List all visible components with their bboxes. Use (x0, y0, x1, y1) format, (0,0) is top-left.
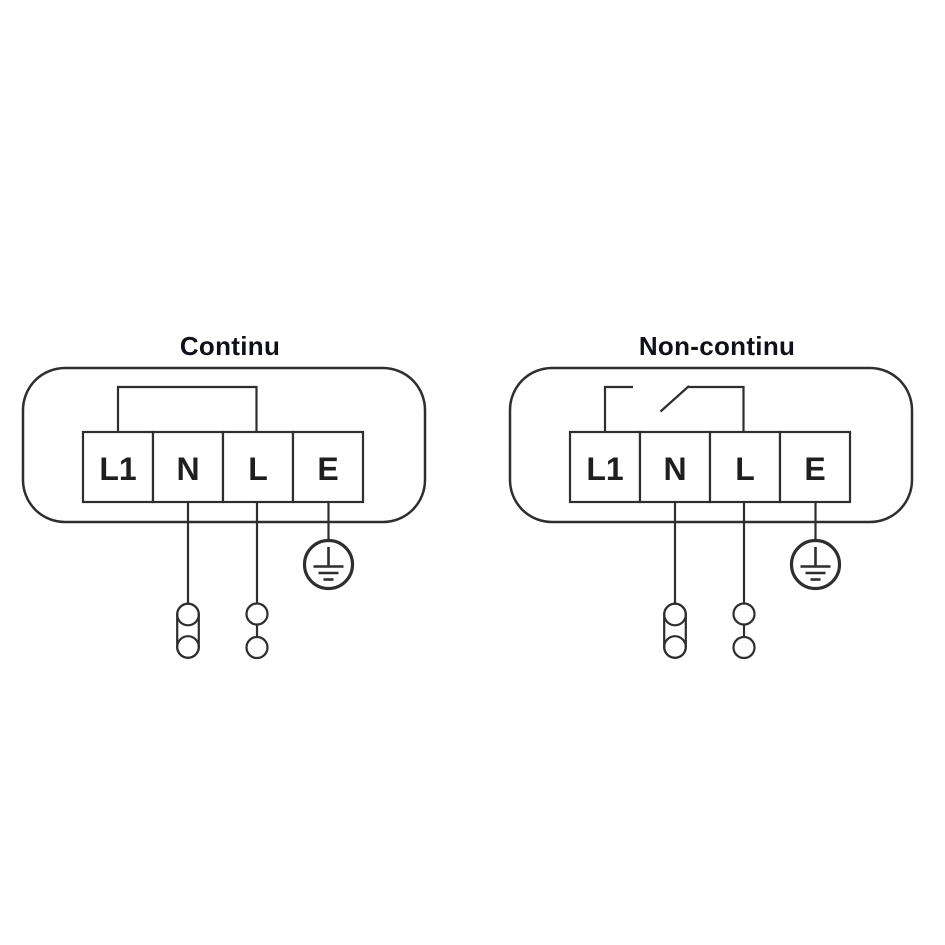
earth-ground-icon (789, 538, 842, 591)
earth-ground-icon (302, 538, 355, 591)
double-circle-capsule-connector-icon (176, 602, 200, 659)
bridge-wire-open (603, 385, 745, 432)
bridge-right-segment (688, 385, 745, 432)
device-enclosure-outline (508, 366, 914, 524)
connector-circle-bottom (176, 635, 200, 659)
terminal-label-l1: L1 (99, 451, 136, 487)
terminal-label-n: N (176, 451, 199, 487)
capsule-outline (176, 602, 200, 659)
terminal-label-e: E (804, 451, 825, 487)
terminal-box-l1 (81, 430, 155, 504)
diagram-title-non-continu: Non-continu (638, 331, 796, 361)
terminal-label-l1: L1 (586, 451, 623, 487)
connector-circle-bottom (245, 635, 269, 660)
switch-contact-icon (659, 385, 690, 413)
connector-circle-top (176, 602, 200, 627)
double-circle-capsule-connector-icon (663, 602, 687, 659)
wiring-diagram-non-continu: Non-continu L1 N L E (507, 330, 927, 670)
connector-circle-top (245, 602, 269, 626)
wiring-diagram-continu: Continu L1 N L E (20, 330, 440, 670)
capsule-outline (663, 602, 687, 659)
diagram-canvas-non-continu: L1 N L E (508, 366, 914, 660)
bridge-left-segment (603, 385, 633, 432)
linked-double-circle-connector-icon (245, 602, 269, 660)
terminal-block (81, 430, 365, 504)
connector-circle-top (732, 602, 756, 626)
diagram-title-continu: Continu (179, 331, 281, 361)
terminal-box-n (638, 430, 712, 504)
linked-double-circle-connector-icon (732, 602, 756, 660)
connector-circle-top (663, 602, 687, 627)
connector-circle-bottom (663, 635, 687, 659)
connector-circle-bottom (732, 635, 756, 660)
bridge-wire-closed (116, 385, 258, 432)
device-enclosure-outline (21, 366, 427, 524)
terminal-block (568, 430, 852, 504)
terminal-label-l: L (735, 451, 755, 487)
terminal-label-n: N (663, 451, 686, 487)
terminal-box-e (778, 430, 852, 504)
earth-circle (789, 538, 842, 591)
diagram-canvas-continu: L1 N L E (21, 366, 427, 660)
terminal-label-l: L (248, 451, 268, 487)
earth-circle (302, 538, 355, 591)
terminal-label-e: E (317, 451, 338, 487)
